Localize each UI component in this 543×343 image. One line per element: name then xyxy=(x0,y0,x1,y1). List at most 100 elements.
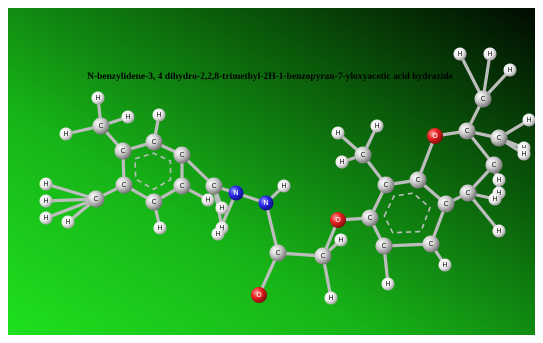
atom-label: C xyxy=(492,161,497,169)
atom-sphere-c xyxy=(459,184,477,202)
atom-h2: H xyxy=(59,127,73,141)
atom-n2: N xyxy=(258,195,274,211)
atom-h17: H xyxy=(381,277,395,291)
atom-sphere-c xyxy=(173,177,191,195)
atom-h24: H xyxy=(503,63,517,77)
atom-sphere-c xyxy=(114,142,132,160)
atom-c11: C xyxy=(314,247,332,265)
atom-label: C xyxy=(321,252,326,260)
atom-label: H xyxy=(219,204,224,212)
atom-label: C xyxy=(416,176,421,184)
ring-left-aromatic xyxy=(134,152,172,191)
atom-label: H xyxy=(339,158,344,166)
atom-sphere-c xyxy=(92,117,110,135)
atom-h21: H xyxy=(370,119,384,133)
atom-sphere-h xyxy=(492,173,506,187)
atom-sphere-h xyxy=(334,233,348,247)
atom-label: O xyxy=(335,216,341,224)
atom-label: C xyxy=(99,122,104,130)
atom-label: C xyxy=(368,214,373,222)
atom-h31: H xyxy=(492,224,506,238)
atom-label: H xyxy=(496,189,501,197)
figure-title: N-benzylidene-3, 4 dihydro-2,2,8-trimeth… xyxy=(87,72,453,82)
atom-h8: H xyxy=(39,194,53,208)
atom-h7: H xyxy=(39,177,53,191)
atom-sphere-c xyxy=(361,209,379,227)
atom-c8: C xyxy=(87,190,105,208)
atom-label: H xyxy=(457,50,462,58)
atom-h20: H xyxy=(335,155,349,169)
atom-label: C xyxy=(497,134,502,142)
atom-label: H xyxy=(492,195,497,203)
atom-h23: H xyxy=(483,47,497,61)
atom-sphere-c xyxy=(173,146,191,164)
atom-n1: N xyxy=(228,185,244,201)
atom-sphere-h xyxy=(201,193,215,207)
atom-c15: C xyxy=(409,171,427,189)
ring-right-aromatic xyxy=(383,192,431,234)
atom-label: C xyxy=(465,127,470,135)
atom-o2: O xyxy=(330,212,346,228)
atom-label: H xyxy=(281,182,286,190)
atom-sphere-h xyxy=(39,194,53,208)
atom-sphere-h xyxy=(517,147,531,161)
atom-c6: C xyxy=(145,193,163,211)
atom-c12: C xyxy=(361,209,379,227)
atom-c23: C xyxy=(459,184,477,202)
atom-sphere-c xyxy=(409,171,427,189)
atom-h27: H xyxy=(517,147,531,161)
atom-label: H xyxy=(496,176,501,184)
atom-label: H xyxy=(335,129,340,137)
atom-sphere-h xyxy=(91,91,105,105)
atom-label: C xyxy=(382,242,387,250)
atom-sphere-h xyxy=(438,258,452,272)
atom-sphere-c xyxy=(354,146,372,164)
atom-label: H xyxy=(63,130,68,138)
atom-c9: C xyxy=(205,177,223,195)
atom-label: C xyxy=(466,189,471,197)
atom-label: C xyxy=(444,200,449,208)
atom-label: H xyxy=(215,230,220,238)
atom-sphere-h xyxy=(277,179,291,193)
atom-label: C xyxy=(122,181,127,189)
atom-sphere-c xyxy=(377,176,395,194)
atom-o3: O xyxy=(427,128,443,144)
atom-h14: H xyxy=(277,179,291,193)
atom-label: C xyxy=(94,195,99,203)
atom-label: H xyxy=(205,196,210,204)
atom-sphere-c xyxy=(115,176,133,194)
atom-c17: C xyxy=(422,235,440,253)
atom-sphere-h xyxy=(483,47,497,61)
atom-label: H xyxy=(95,94,100,102)
atom-h10: H xyxy=(61,215,75,229)
atom-sphere-c xyxy=(422,235,440,253)
atom-label: H xyxy=(328,294,333,302)
atom-label: H xyxy=(526,116,531,124)
atom-sphere-o xyxy=(251,287,267,303)
atom-label: H xyxy=(219,224,224,232)
atom-label: H xyxy=(157,224,162,232)
atom-sphere-o xyxy=(330,212,346,228)
atom-c18: C xyxy=(354,146,372,164)
atom-label: C xyxy=(429,240,434,248)
atom-sphere-c xyxy=(375,237,393,255)
atom-h16: H xyxy=(324,291,338,305)
atom-c14: C xyxy=(375,237,393,255)
atom-sphere-c xyxy=(269,244,287,262)
atom-label: H xyxy=(521,150,526,158)
atom-c20: C xyxy=(474,90,492,108)
atom-sphere-c xyxy=(145,133,163,151)
atom-label: H xyxy=(507,66,512,74)
atom-label: H xyxy=(496,227,501,235)
atom-label: H xyxy=(43,197,48,205)
atom-sphere-c xyxy=(437,195,455,213)
atom-o1: O xyxy=(251,287,267,303)
atom-c21: C xyxy=(490,129,508,147)
atom-c19: C xyxy=(458,122,476,140)
atom-sphere-o xyxy=(427,128,443,144)
atom-c2: C xyxy=(114,142,132,160)
atom-h5: H xyxy=(201,193,215,207)
atom-h19: H xyxy=(331,126,345,140)
atom-label: H xyxy=(43,214,48,222)
